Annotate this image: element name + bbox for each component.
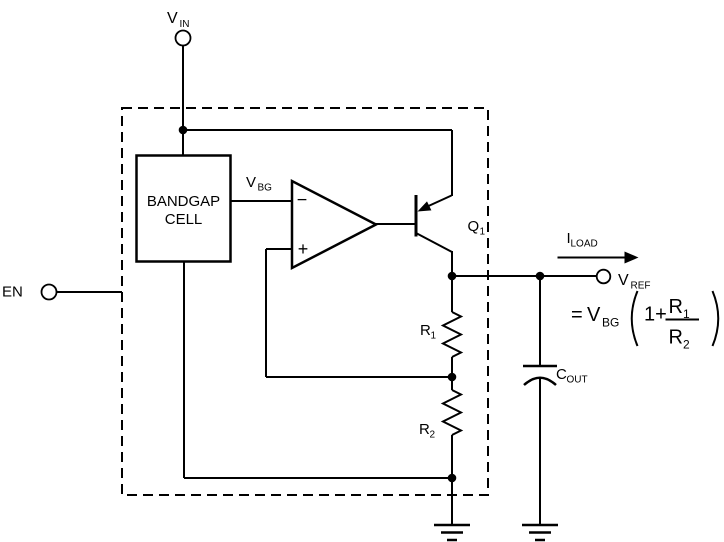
- r2-label: R: [419, 421, 430, 438]
- vin-terminal-circle: [174, 29, 192, 47]
- transistor-q1: Q 1: [414, 194, 486, 253]
- bandgap-cell-block: BANDGAP CELL: [135, 154, 232, 263]
- en-label: EN: [2, 284, 23, 301]
- terminal-vref: V REF: [595, 268, 651, 292]
- vin-label: V: [167, 10, 178, 27]
- ground-symbol-r2: [434, 523, 470, 542]
- vref-terminal-circle: [595, 268, 612, 285]
- vbg-label-sub: BG: [258, 183, 273, 194]
- bandgap-cell-box: [135, 154, 232, 263]
- opamp-triangle: [290, 178, 379, 271]
- ground-symbol-cout: [522, 523, 558, 542]
- en-terminal-circle: [40, 283, 58, 301]
- formula-one-plus: 1+: [644, 304, 667, 326]
- resistor-r1-zigzag: [440, 311, 464, 358]
- vref-label: V: [618, 272, 629, 289]
- resistor-r2-zigzag: [440, 389, 464, 436]
- opamp-inverting-input-label: −: [297, 190, 308, 210]
- junction-dot-divider: [447, 372, 457, 382]
- formula-r1: R: [669, 296, 683, 318]
- cout-label: C: [556, 366, 567, 383]
- vref-formula: = V BG 1+ R 1 R 2: [571, 290, 720, 352]
- signal-vbg: V BG: [246, 174, 272, 194]
- junction-dots: [178, 125, 545, 483]
- q1-label-sub: 1: [480, 227, 486, 238]
- junction-dot-cap: [535, 271, 545, 281]
- bandgap-cell-label-line2: CELL: [165, 211, 203, 228]
- cout-plate-bottom-curved: [523, 376, 557, 386]
- iload-label-sub: LOAD: [571, 239, 598, 250]
- wires: [56, 45, 597, 525]
- r1-label-sub: 1: [431, 331, 437, 342]
- bandgap-cell-label-line1: BANDGAP: [147, 193, 220, 210]
- formula-vbg-sub: BG: [602, 316, 619, 330]
- terminal-vin: V IN: [167, 10, 192, 47]
- ic-boundary-dashed-box: [121, 107, 489, 496]
- q1-label: Q: [468, 218, 480, 235]
- resistor-r1: R 1: [420, 311, 464, 358]
- junction-dot-vin: [178, 125, 188, 135]
- capacitor-cout: C OUT: [523, 364, 588, 386]
- resistor-r2: R 2: [419, 389, 464, 441]
- vin-label-sub: IN: [180, 19, 190, 30]
- junction-dot-output: [447, 271, 457, 281]
- opamp: − +: [290, 178, 379, 271]
- junction-dot-bottom: [447, 473, 457, 483]
- q1-collector: [415, 232, 453, 253]
- formula-equals: =: [571, 304, 583, 326]
- terminal-en: EN: [2, 283, 58, 301]
- formula-r1-sub: 1: [683, 307, 690, 321]
- vref-label-sub: REF: [631, 281, 651, 292]
- formula-paren-open: [630, 290, 639, 347]
- q1-emitter-arrow-icon: [417, 201, 432, 212]
- iload-label: I: [567, 230, 571, 247]
- r1-label: R: [420, 322, 431, 339]
- formula-r2-sub: 2: [683, 338, 690, 352]
- iload-arrow-head-icon: [624, 251, 639, 264]
- formula-paren-close: [711, 290, 720, 347]
- vbg-label: V: [246, 174, 256, 191]
- r2-label-sub: 2: [430, 430, 436, 441]
- iload-annotation: I LOAD: [557, 230, 639, 264]
- formula-r2: R: [669, 327, 683, 349]
- cout-label-sub: OUT: [567, 375, 588, 386]
- formula-vbg: V: [587, 304, 601, 326]
- opamp-noninverting-input-label: +: [298, 239, 309, 259]
